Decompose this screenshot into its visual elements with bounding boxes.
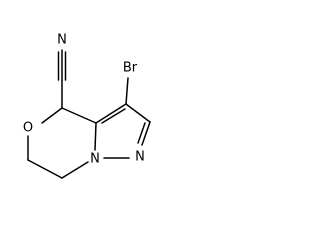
bond-c3-c2 <box>125 103 151 123</box>
structure-diagram: N Br O N N <box>22 32 151 179</box>
atom-label-bridge-nitrogen: N <box>90 152 100 167</box>
bond-c8a-c3-inner <box>101 108 126 124</box>
bond-c7-n8 <box>61 161 89 179</box>
bond-n8-c8a <box>94 122 97 151</box>
bond-c4-o <box>41 107 63 124</box>
bond-c2-n1-inner <box>137 122 146 144</box>
atom-label-bromine: Br <box>123 61 138 76</box>
atom-label-pyrazole-nitrogen: N <box>135 150 145 165</box>
bond-c3-br <box>125 77 129 105</box>
molecule-drawing: N Br O N N <box>23 33 151 179</box>
atom-label-ring-oxygen: O <box>23 121 33 136</box>
bond-c8a-c4 <box>61 107 97 124</box>
atom-label-nitrile-n: N <box>57 33 67 48</box>
bond-c2-n1 <box>141 121 151 146</box>
bond-c8a-c3 <box>95 103 127 124</box>
bond-c6-c7 <box>27 159 63 179</box>
